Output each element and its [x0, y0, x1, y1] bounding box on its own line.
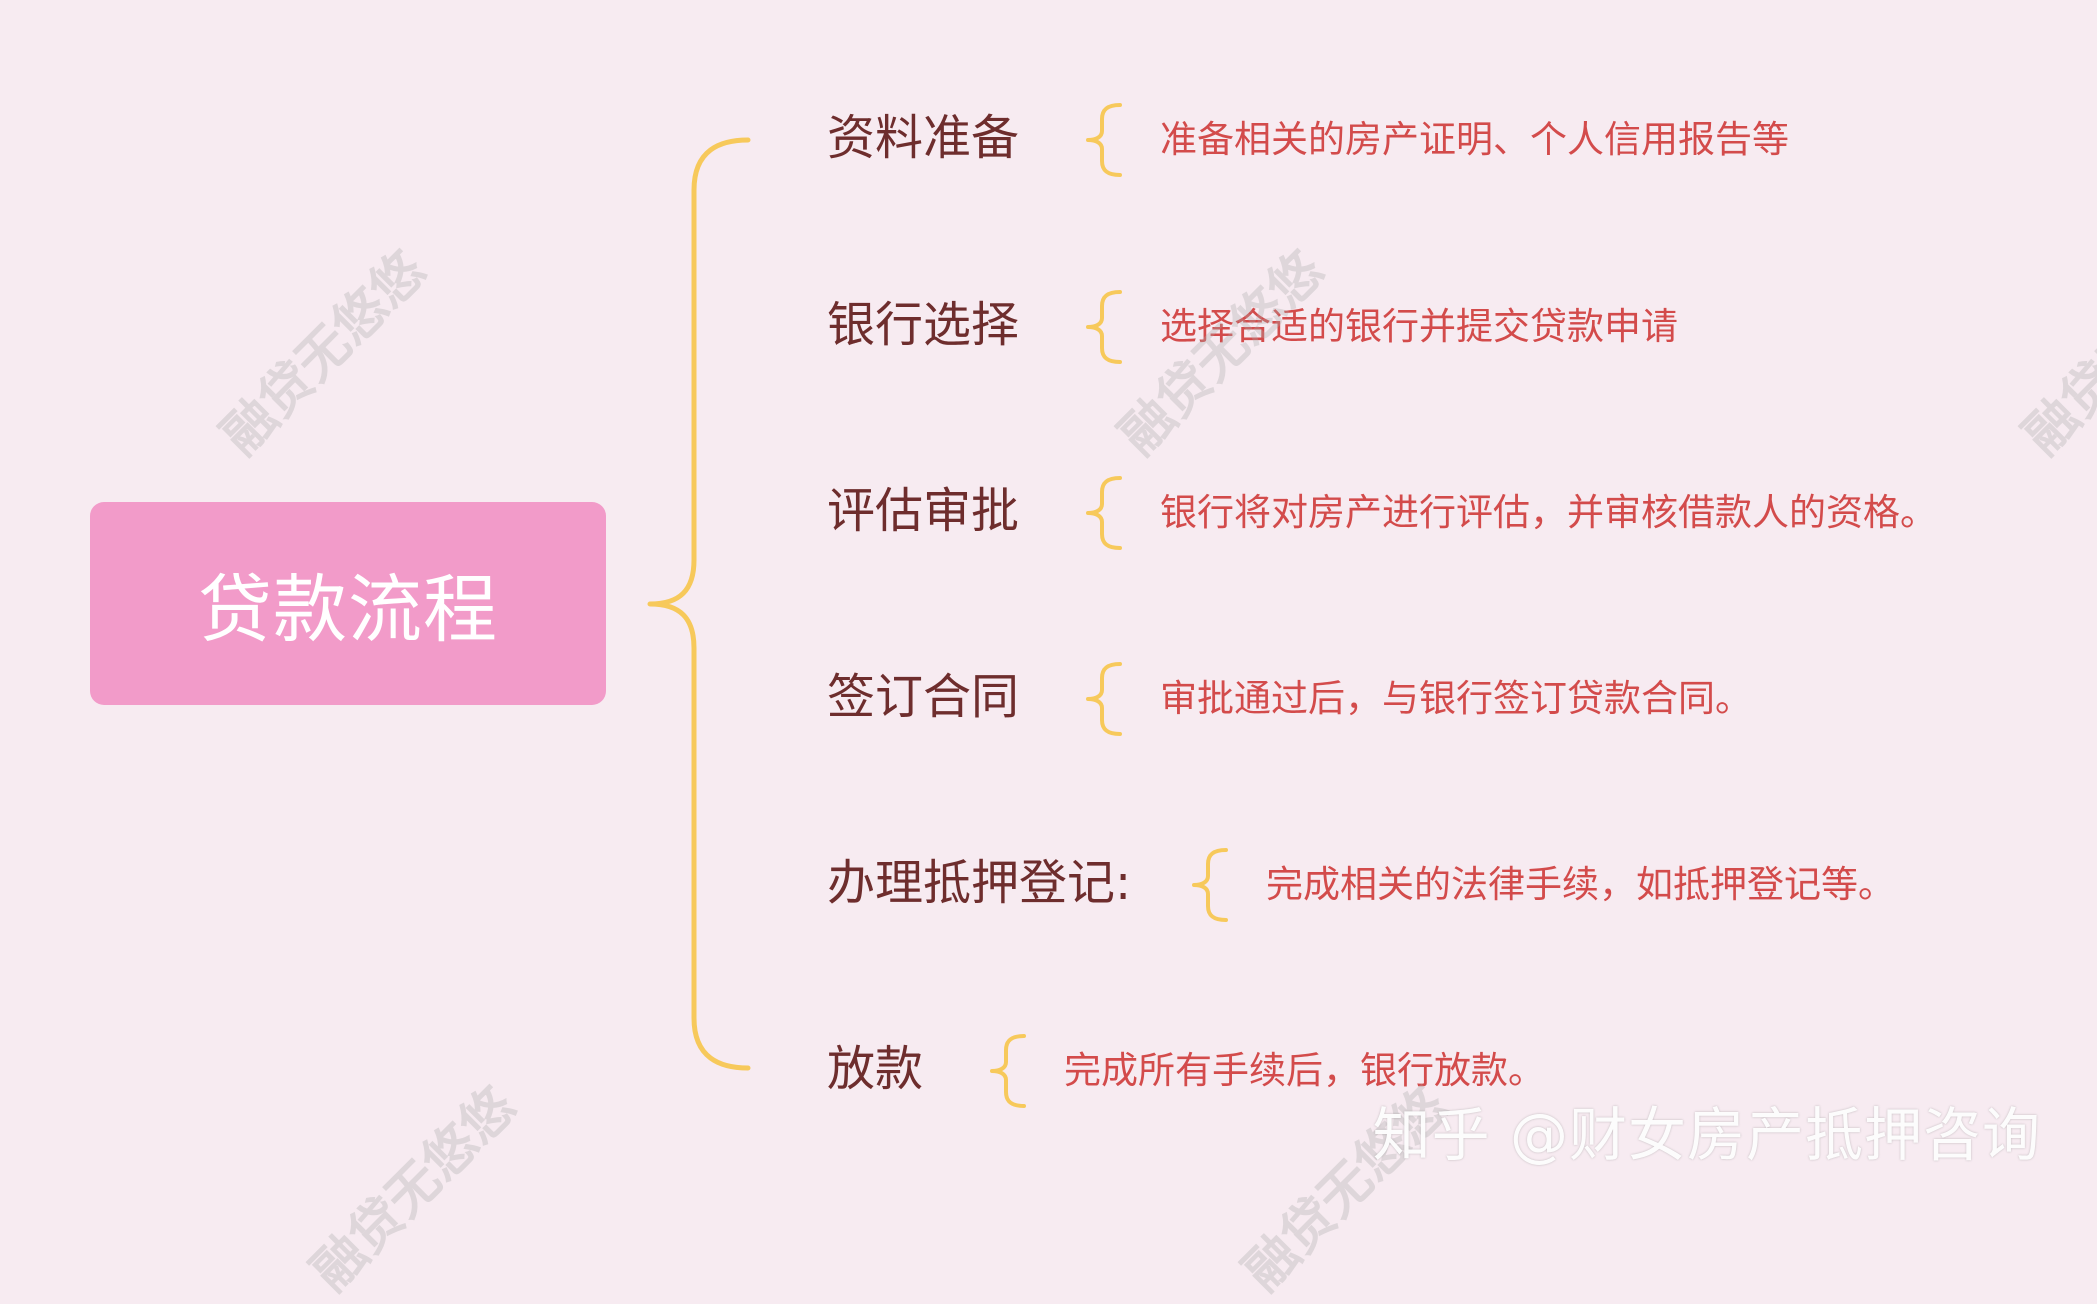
- step-description-1: 准备相关的房产证明、个人信用报告等: [1160, 118, 1789, 161]
- brace-icon: [1086, 476, 1122, 550]
- step-description-2: 选择合适的银行并提交贷款申请: [1160, 305, 1678, 348]
- step-title-2: 银行选择: [827, 297, 1020, 353]
- brace-icon: [1086, 662, 1122, 736]
- step-description-3: 银行将对房产进行评估，并审核借款人的资格。: [1160, 491, 1937, 534]
- brace-icon: [1192, 848, 1228, 922]
- root-node: 贷款流程: [90, 502, 606, 705]
- step-description-5: 完成相关的法律手续，如抵押登记等。: [1266, 863, 1895, 906]
- root-label: 贷款流程: [198, 567, 498, 653]
- step-description-6: 完成所有手续后，银行放款。: [1064, 1049, 1545, 1092]
- brace-icon: [990, 1034, 1026, 1108]
- step-title-5: 办理抵押登记:: [827, 855, 1132, 911]
- watermark-text: 融贷无悠悠: [210, 240, 438, 467]
- credit-text: 知乎 @财女房产抵押咨询: [1372, 1101, 2041, 1169]
- step-title-6: 放款: [827, 1041, 924, 1097]
- watermark-text: 融贷无悠悠: [2012, 240, 2097, 467]
- brace-icon: [1086, 290, 1122, 364]
- watermark-text: 融贷无悠悠: [300, 1076, 528, 1303]
- step-title-3: 评估审批: [827, 483, 1020, 539]
- watermark-text: 融贷无悠悠: [1108, 240, 1336, 467]
- brace-icon: [1086, 103, 1122, 177]
- step-description-4: 审批通过后，与银行签订贷款合同。: [1160, 677, 1752, 720]
- step-title-1: 资料准备: [827, 110, 1020, 166]
- step-title-4: 签订合同: [827, 669, 1020, 725]
